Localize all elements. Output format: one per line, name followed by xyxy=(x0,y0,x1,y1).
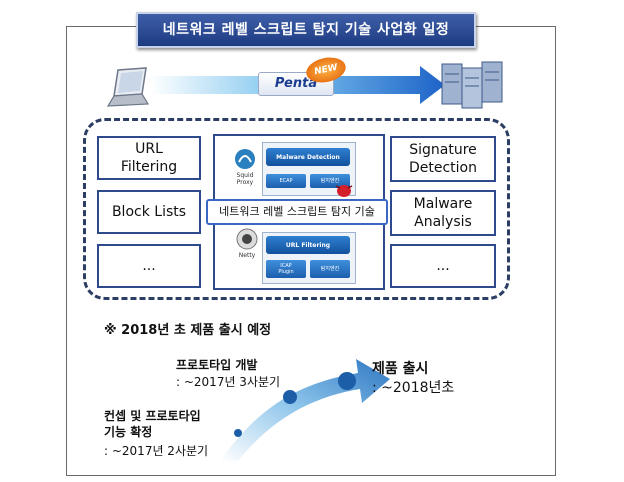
milestone-3-date: : ~2018년초 xyxy=(372,380,455,396)
malware-detection-module: Malware Detection xyxy=(266,148,350,166)
squid-logo-icon xyxy=(235,149,255,169)
server-icon xyxy=(441,61,503,109)
release-note: ※ 2018년 초 제품 출시 예정 xyxy=(104,323,272,338)
feature-more-left: ... xyxy=(97,244,201,288)
milestone-3-title: 제품 출시 xyxy=(372,361,429,377)
squid-proxy-label: Squid Proxy xyxy=(236,172,254,186)
script-detection-tech-label: 네트워크 레벨 스크립트 탐지 기술 xyxy=(206,199,388,225)
netty-logo-icon xyxy=(236,228,258,250)
detection-engine-top: 탐지엔진 xyxy=(310,174,350,188)
detection-engine-bottom: 탐지엔진 xyxy=(310,260,350,278)
feature-more-right: ... xyxy=(390,244,496,288)
feature-block-lists: Block Lists xyxy=(97,190,201,234)
icap-plugin-module: ICAP Plugin xyxy=(266,260,306,278)
url-filtering-module: URL Filtering xyxy=(266,236,350,254)
milestone-2-title: 프로토타입 개발 xyxy=(176,358,258,372)
feature-malware-analysis: Malware Analysis xyxy=(390,190,496,236)
milestone-2-date: : ~2017년 3사분기 xyxy=(176,375,281,389)
product-scope-boundary xyxy=(83,118,510,300)
diagram-title: 네트워크 레벨 스크립트 탐지 기술 사업화 일정 xyxy=(136,12,476,48)
netty-label: Netty xyxy=(238,252,256,259)
feature-signature-detection: Signature Detection xyxy=(390,136,496,182)
laptop-icon xyxy=(106,67,150,107)
ecap-module: ECAP xyxy=(266,174,306,188)
milestone-1-date: : ~2017년 2사분기 xyxy=(104,444,209,458)
feature-url-filtering: URL Filtering xyxy=(97,136,201,180)
milestone-1-title: 컨셉 및 프로토타입 기능 확정 xyxy=(104,409,201,439)
timeline-arrow xyxy=(220,359,390,461)
malware-bug-icon xyxy=(335,185,353,197)
